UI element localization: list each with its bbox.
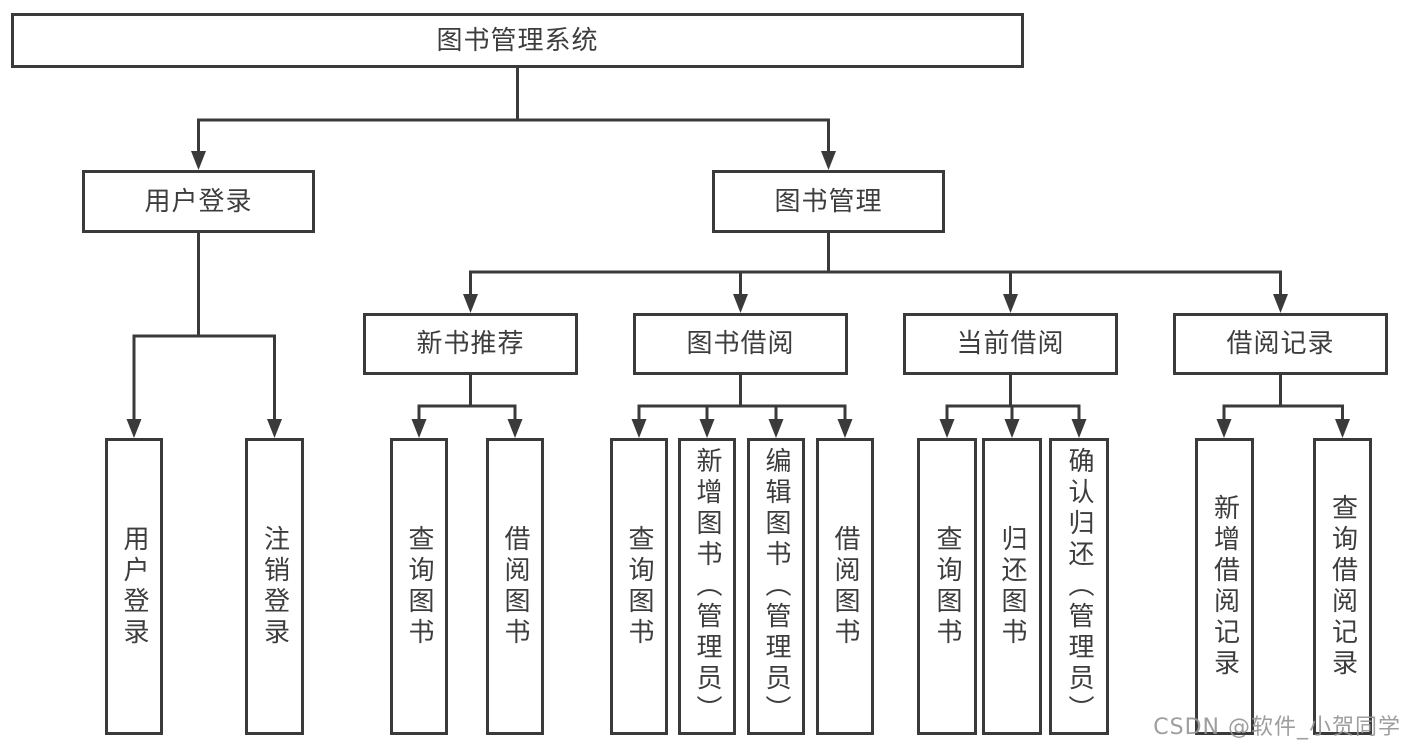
- leaf-bb-query-books-label: 查询图书: [624, 524, 654, 649]
- leaf-user-login: 用户登录: [105, 438, 163, 735]
- leaf-cb-query-books: 查询图书: [917, 438, 977, 735]
- node-user-login: 用户登录: [82, 170, 315, 233]
- csdn-watermark: CSDN @软件_小贺同学: [1153, 715, 1401, 740]
- node-library-management-system: 图书管理系统: [11, 13, 1024, 68]
- edge-borrow-span: [637, 404, 847, 421]
- leaf-logout-label: 注销登录: [259, 524, 290, 649]
- node-book-management: 图书管理: [712, 170, 945, 233]
- leaf-bb-add-books-label: 新增图书（管理员）: [692, 447, 722, 726]
- leaf-nb-query-books-label: 查询图书: [404, 524, 434, 649]
- leaf-bb-edit-books: 编辑图书（管理员）: [747, 438, 805, 735]
- leaf-bb-edit-books-label: 编辑图书（管理员）: [761, 447, 791, 726]
- leaf-cb-query-books-label: 查询图书: [932, 524, 962, 649]
- node-borrow-records-label: 借阅记录: [1226, 329, 1335, 359]
- node-book-borrow: 图书借阅: [633, 313, 848, 375]
- leaf-nb-borrow-books: 借阅图书: [486, 438, 544, 735]
- leaf-bb-borrow-books-label: 借阅图书: [830, 524, 860, 649]
- edge-newbook-span: [417, 404, 517, 421]
- node-current-borrow-label: 当前借阅: [956, 329, 1065, 359]
- leaf-bb-borrow-books: 借阅图书: [816, 438, 874, 735]
- leaf-br-query-record-label: 查询借阅记录: [1327, 493, 1358, 680]
- node-user-login-label: 用户登录: [144, 186, 253, 217]
- edge-records-span: [1222, 404, 1344, 421]
- leaf-nb-borrow-books-label: 借阅图书: [500, 524, 530, 649]
- leaf-bb-query-books: 查询图书: [610, 438, 668, 735]
- leaf-cb-return-books-label: 归还图书: [997, 524, 1027, 649]
- leaf-bb-add-books: 新增图书（管理员）: [678, 438, 736, 735]
- leaf-nb-query-books: 查询图书: [390, 438, 448, 735]
- leaf-cb-return-books: 归还图书: [982, 438, 1042, 735]
- edge-root-span: [197, 118, 830, 153]
- leaf-br-query-record: 查询借阅记录: [1313, 438, 1372, 735]
- node-new-book-recommend: 新书推荐: [363, 313, 578, 375]
- node-current-borrow: 当前借阅: [903, 313, 1118, 375]
- leaf-user-login-label: 用户登录: [119, 524, 149, 649]
- leaf-br-add-record-label: 新增借阅记录: [1209, 493, 1240, 680]
- node-new-book-recommend-label: 新书推荐: [416, 329, 525, 359]
- leaf-cb-confirm-return-label: 确认归还（管理员）: [1064, 447, 1094, 726]
- node-borrow-records: 借阅记录: [1173, 313, 1388, 375]
- leaf-br-add-record: 新增借阅记录: [1195, 438, 1254, 735]
- node-book-management-label: 图书管理: [774, 186, 883, 217]
- edge-bookmgmt-span: [469, 270, 1282, 296]
- edge-userlogin-span: [132, 334, 276, 421]
- arrowheads: [126, 151, 1350, 438]
- node-library-management-system-label: 图书管理系统: [436, 25, 599, 56]
- leaf-cb-confirm-return: 确认归还（管理员）: [1049, 438, 1109, 735]
- leaf-logout: 注销登录: [245, 438, 304, 735]
- node-book-borrow-label: 图书借阅: [686, 329, 795, 359]
